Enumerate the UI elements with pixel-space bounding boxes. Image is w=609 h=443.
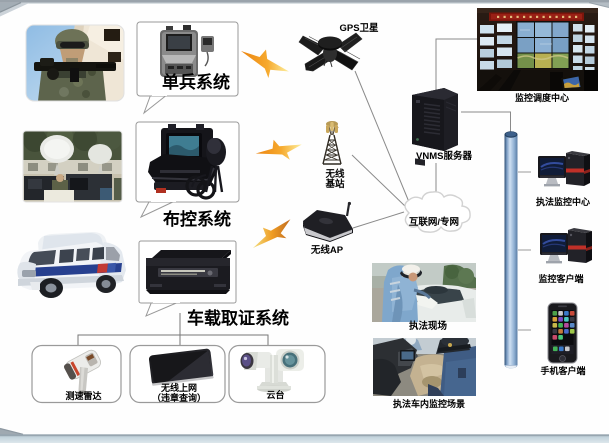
line-basestation-cloud bbox=[351, 154, 408, 209]
radar-box bbox=[31, 344, 122, 404]
label-soldier-system: 单兵系统 bbox=[162, 73, 230, 92]
label-phone-client: 手机客户端 bbox=[540, 366, 586, 376]
bottom-decoration-bar bbox=[0, 427, 609, 443]
smartphone-icon bbox=[547, 302, 578, 364]
vnms-server-icon bbox=[412, 88, 458, 166]
soldier-photo bbox=[25, 24, 125, 102]
label-incar-scene: 执法车内监控场景 bbox=[392, 399, 465, 409]
line-satellite-cloud bbox=[354, 70, 410, 203]
label-wireless-net-line2: （违章查询） bbox=[151, 393, 206, 403]
line-vehicle-devices bbox=[77, 313, 269, 346]
onsite-enforcement-photo bbox=[372, 263, 476, 322]
label-base-station: 无线 基站 bbox=[310, 170, 360, 190]
incar-monitoring-photo bbox=[373, 338, 476, 396]
label-wireless-net-line1: 无线上网 bbox=[160, 383, 197, 393]
label-dispatch-center: 监控调度中心 bbox=[514, 93, 569, 103]
dvr-bubble bbox=[138, 240, 237, 317]
label-wireless-ap: 无线AP bbox=[310, 245, 344, 256]
mic-accessory-icon bbox=[201, 36, 214, 67]
body-camera-icon bbox=[160, 25, 198, 77]
line-ap-cloud bbox=[352, 211, 405, 229]
label-gps-satellite: GPS卫星 bbox=[339, 23, 379, 34]
connector-lines bbox=[77, 38, 531, 346]
label-speed-radar: 测速雷达 bbox=[65, 391, 102, 401]
label-internet-cloud: 互联网/专网 bbox=[408, 217, 460, 228]
police-van-photo bbox=[17, 232, 126, 298]
surveillance-vehicles-photo bbox=[22, 130, 123, 203]
label-ptz: 云台 bbox=[266, 390, 285, 400]
speed-radar-icon bbox=[63, 349, 101, 395]
tablet-box bbox=[129, 344, 226, 404]
label-base-station-line1: 无线 bbox=[325, 169, 345, 180]
line-server-rod bbox=[461, 111, 511, 132]
label-base-station-line2: 基站 bbox=[325, 179, 345, 190]
wireless-ap-icon bbox=[303, 201, 353, 242]
gps-satellite-icon bbox=[298, 32, 363, 72]
line-server-dispatch bbox=[435, 38, 477, 93]
label-wireless-net: 无线上网 （违章查询） bbox=[144, 383, 214, 403]
ptz-box bbox=[228, 344, 326, 404]
label-enforcement-center: 执法监控中心 bbox=[535, 197, 590, 207]
top-decoration-bar bbox=[0, 0, 609, 17]
lightning-bolt-2 bbox=[255, 139, 302, 160]
label-deploy-system: 布控系统 bbox=[163, 210, 231, 229]
label-onsite-scene: 执法现场 bbox=[408, 321, 447, 332]
portable-control-case-icon bbox=[148, 124, 226, 200]
lightning-bolt-1 bbox=[241, 49, 289, 78]
base-station-tower-icon bbox=[322, 121, 342, 165]
tablet-icon bbox=[148, 348, 214, 386]
internet-cloud bbox=[404, 191, 471, 233]
label-vnms-server: VNMS服务器 bbox=[416, 151, 472, 162]
network-backbone-rod bbox=[504, 131, 518, 369]
dispatch-center-photo bbox=[477, 8, 598, 91]
vehicle-dvr-icon bbox=[146, 250, 231, 294]
label-monitor-client: 监控客户端 bbox=[538, 274, 584, 284]
ptz-camera-icon bbox=[240, 349, 304, 393]
label-vehicle-system: 车载取证系统 bbox=[187, 309, 289, 328]
enforcement-center-pc-icon bbox=[538, 151, 590, 187]
monitor-client-pc-icon bbox=[540, 228, 592, 264]
lightning-bolt-3 bbox=[253, 219, 291, 248]
soldier-system-bubble bbox=[136, 21, 239, 115]
deploy-system-bubble bbox=[135, 121, 240, 219]
